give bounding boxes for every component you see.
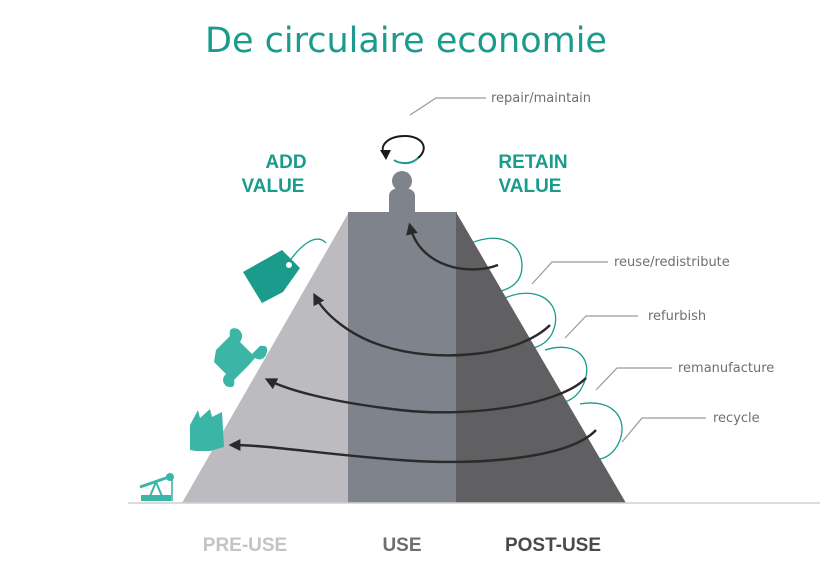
pyramid-use-section	[348, 212, 457, 503]
factory-icon	[190, 409, 224, 451]
puzzle-piece-icon	[214, 328, 268, 388]
label-refurbish: refurbish	[648, 309, 706, 324]
oil-pump-icon	[139, 473, 174, 502]
retain-value-label-line2: VALUE	[499, 176, 562, 197]
leader-lines	[409, 97, 706, 443]
add-value-label-line2: VALUE	[242, 176, 305, 197]
retain-value-label-line1: RETAIN	[498, 152, 567, 173]
phase-use: USE	[382, 535, 421, 556]
label-recycle: recycle	[713, 411, 760, 426]
pyramid	[182, 212, 626, 503]
price-tag-icon	[243, 238, 327, 303]
add-value-label-line1: ADD	[265, 152, 306, 173]
phase-pre-use: PRE-USE	[203, 535, 287, 556]
circular-arrow-icon	[380, 134, 425, 165]
label-remanufacture: remanufacture	[678, 361, 774, 376]
page-title: De circulaire economie	[205, 21, 607, 61]
pyramid-post-use-section	[456, 212, 626, 503]
value-retention-arrows	[228, 222, 597, 464]
label-repair-maintain: repair/maintain	[491, 91, 591, 106]
pyramid-pre-use-section	[182, 212, 349, 503]
label-reuse-redistribute: reuse/redistribute	[614, 255, 730, 270]
phase-post-use: POST-USE	[505, 535, 601, 556]
person-icon	[389, 171, 415, 213]
